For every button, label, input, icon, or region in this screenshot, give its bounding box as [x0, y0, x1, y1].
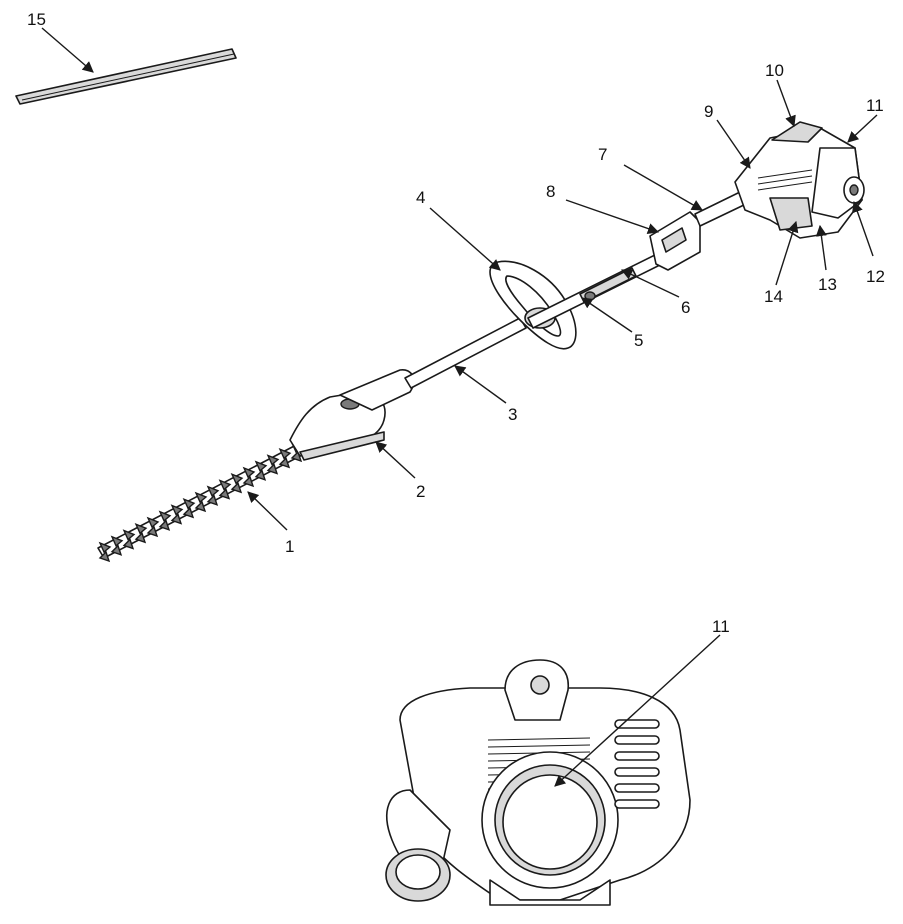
callout-5: 5 [634, 331, 643, 350]
blade-tooth [122, 529, 136, 550]
leader-lines [41, 27, 878, 787]
blade-tooth [194, 491, 208, 513]
vent-slot [614, 735, 660, 745]
callout-12: 12 [866, 267, 885, 286]
callout-8: 8 [546, 182, 555, 201]
cooling-fin [487, 737, 591, 741]
blade-tooth [278, 447, 292, 469]
callout-3: 3 [508, 405, 517, 424]
engine-detail-view [385, 659, 691, 906]
cooling-fin [487, 744, 591, 748]
drive-shaft [404, 317, 527, 389]
callout-11: 11 [866, 96, 884, 115]
callout-13: 13 [818, 275, 837, 294]
blade-tooth [182, 497, 196, 519]
callout-14: 14 [764, 287, 783, 306]
blade-tooth [242, 466, 256, 488]
blade-cover [15, 48, 237, 105]
callout-labels: 1 2 3 4 5 6 7 8 9 10 11 12 13 14 15 11 [27, 10, 885, 636]
blade-tooth [98, 541, 112, 563]
callout-9: 9 [704, 102, 713, 121]
callout-11-detail: 11 [712, 617, 730, 636]
vent-slot [614, 751, 660, 761]
blade-tooth [170, 504, 184, 525]
blade-tooth [218, 479, 232, 500]
engine [734, 121, 865, 239]
callout-1: 1 [285, 537, 294, 556]
callout-4: 4 [416, 188, 425, 207]
blade-tooth [206, 485, 220, 506]
blade-tooth [110, 535, 124, 556]
throttle-housing [649, 191, 747, 271]
vent-slot [614, 799, 660, 809]
vent-slot [614, 719, 660, 729]
gear-case [289, 369, 415, 461]
blade-tooth [134, 522, 148, 544]
blade-tooth [146, 516, 160, 538]
side-vents [614, 719, 660, 809]
blade-tooth [230, 472, 244, 494]
vent-slot [614, 767, 660, 777]
blade-tooth [266, 454, 280, 475]
cutter-blade [97, 441, 307, 563]
callout-15: 15 [27, 10, 46, 29]
callout-7: 7 [598, 145, 607, 164]
blade-teeth [98, 441, 304, 563]
callout-10: 10 [765, 61, 784, 80]
blade-tooth [254, 460, 268, 481]
vent-slot [614, 783, 660, 793]
callout-2: 2 [416, 482, 425, 501]
callout-6: 6 [681, 298, 690, 317]
blade-tooth [158, 510, 172, 531]
